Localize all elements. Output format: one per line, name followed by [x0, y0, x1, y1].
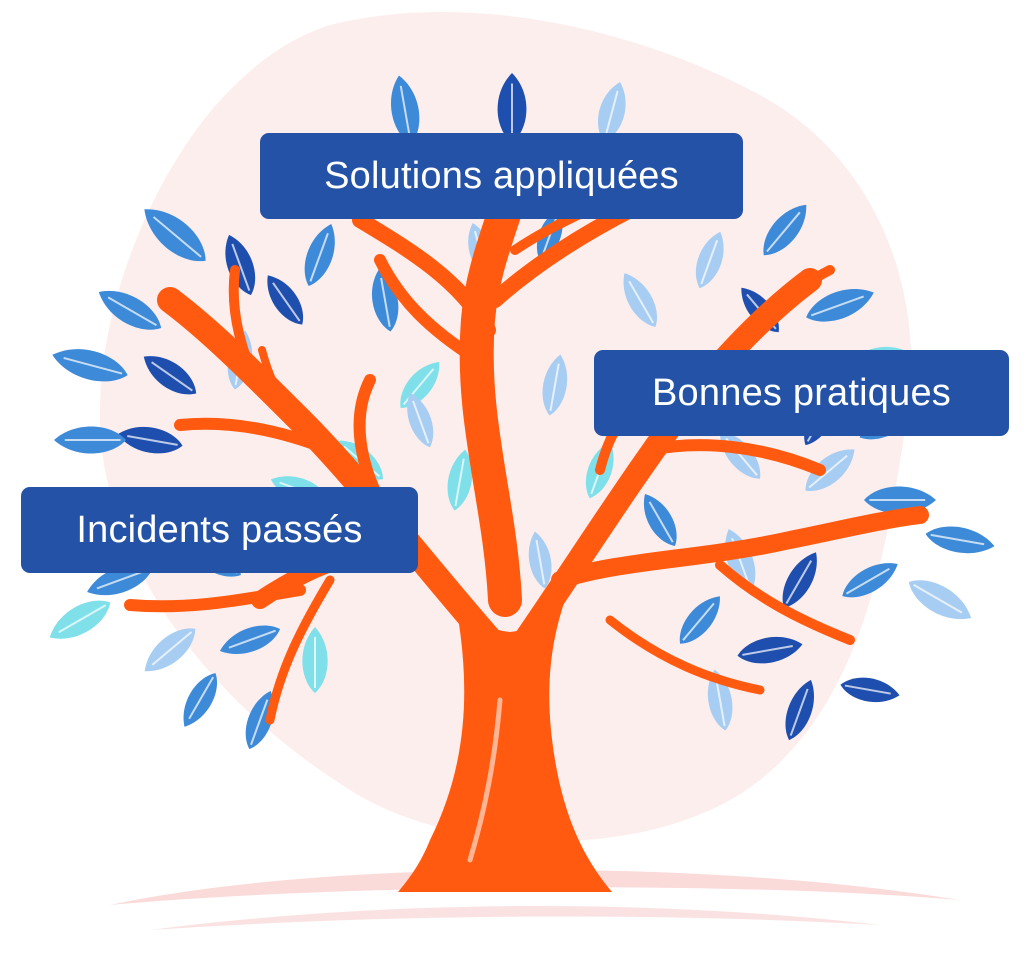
leaf-shape: [225, 234, 256, 296]
leaf-shape: [782, 552, 817, 608]
leaf-shape: [267, 275, 304, 325]
bonnes-pratiques-label: Bonnes pratiques: [594, 350, 1009, 436]
leaf-shape: [52, 349, 128, 382]
tree-trunk: [398, 600, 612, 892]
ground-swoosh-2: [150, 906, 880, 930]
leaf-shape: [54, 426, 126, 454]
leaf-shape: [908, 580, 972, 620]
leaf-shape: [219, 625, 281, 654]
trunk-highlight: [467, 697, 503, 863]
leaf-shape: [805, 449, 855, 491]
leaf-shape: [840, 677, 900, 703]
leaf-shape: [643, 494, 677, 546]
leaf-shape: [785, 679, 814, 741]
leaf-shape: [183, 673, 217, 727]
leaf-shape: [528, 531, 552, 589]
leaf-shape: [304, 223, 335, 287]
solutions-label: Solutions appliquées: [260, 133, 743, 219]
leaf-shape: [696, 231, 724, 289]
leaf-shape: [144, 628, 196, 672]
leaf-shape: [245, 690, 274, 750]
leaf-shape: [302, 627, 328, 693]
leaf-shape: [763, 204, 807, 256]
leaf-shape: [806, 289, 874, 322]
leaf-shape: [143, 356, 197, 395]
leaf-shape: [737, 636, 803, 664]
leaf-shape: [679, 596, 720, 644]
incidents-label: Incidents passés: [21, 487, 418, 573]
leaf-shape: [144, 209, 206, 262]
leaf-shape: [623, 273, 657, 327]
leaf-shape: [117, 426, 183, 454]
leaf-shape: [447, 449, 473, 511]
leaf-shape: [597, 82, 626, 142]
leaf-shape: [542, 354, 568, 416]
leaf-shape: [49, 600, 111, 639]
leaf-shape: [391, 75, 420, 145]
leaf-shape: [842, 563, 898, 598]
leaf-shape: [98, 290, 162, 330]
leaf-shape: [497, 73, 527, 143]
leaf-shape: [407, 392, 434, 448]
leaf-shape: [925, 526, 995, 554]
